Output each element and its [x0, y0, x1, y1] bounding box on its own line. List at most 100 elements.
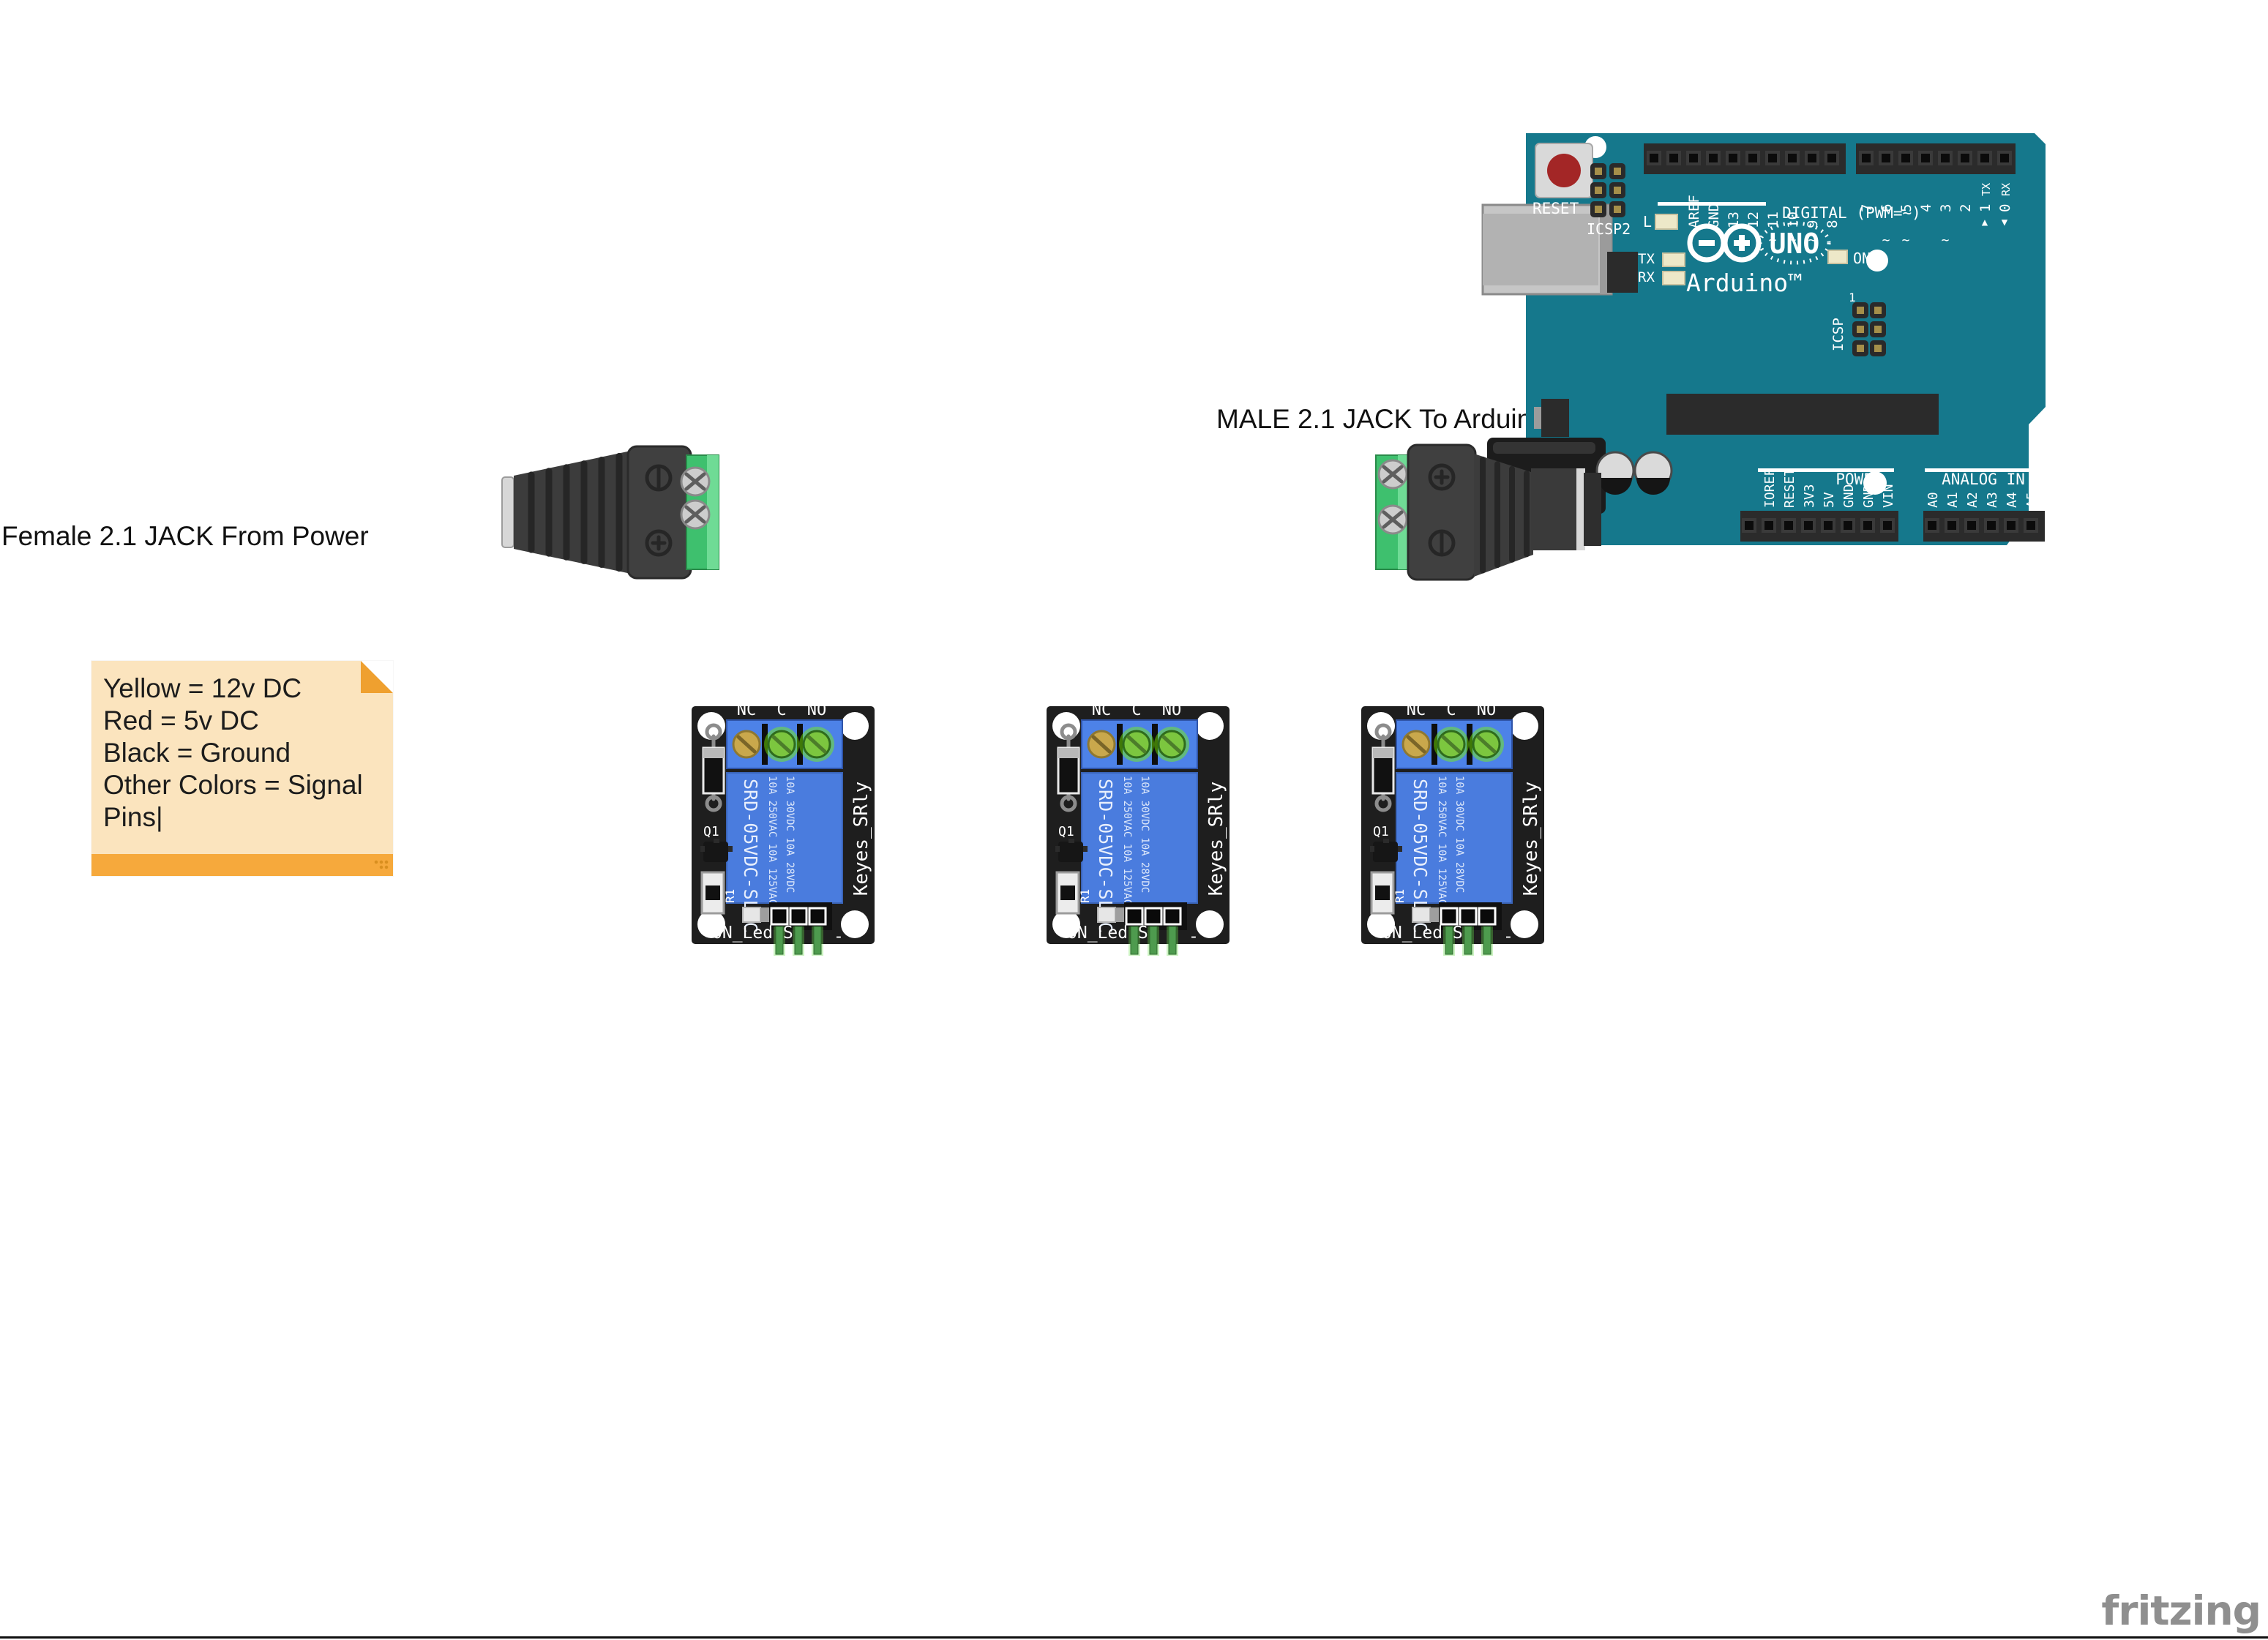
- header-pin: [1478, 907, 1497, 926]
- header-pin: [1440, 907, 1459, 926]
- pin-socket: [1748, 154, 1757, 162]
- mounting-hole: [841, 910, 869, 938]
- transistor: [1058, 842, 1083, 862]
- arduino-logo-plus: [1739, 235, 1745, 251]
- pin-label: A3: [1985, 492, 2000, 508]
- pin-socket: [1901, 154, 1910, 162]
- pin-label: A2: [1965, 492, 1980, 508]
- pin-socket: [1928, 521, 1936, 530]
- pin-leg: [794, 926, 803, 955]
- sticky-note-resize-grip[interactable]: [374, 860, 389, 872]
- pin-label: VIN: [1881, 484, 1896, 508]
- reset-button-cap: [1547, 154, 1581, 187]
- uno-oval: [1758, 221, 1831, 265]
- note-line: Red = 5v DC: [103, 705, 259, 735]
- capacitor: [1598, 478, 1632, 495]
- mounting-hole: [1511, 712, 1538, 740]
- silk-line: [1758, 468, 1894, 472]
- pin-socket: [1827, 154, 1836, 162]
- header-pin: [1144, 907, 1163, 926]
- minus-symbol: [1428, 529, 1456, 557]
- diode-lead: [1374, 795, 1392, 812]
- diode-lead: [705, 795, 722, 812]
- pin-label: A1: [1945, 492, 1961, 508]
- transistor-leg: [1055, 846, 1060, 852]
- pin-label: AREF: [1686, 195, 1702, 228]
- screw-slot: [1091, 735, 1112, 754]
- terminal-label-no: NO: [1162, 701, 1182, 719]
- sticky-note-bar: [91, 854, 393, 876]
- plug-barrel: [1531, 468, 1579, 550]
- male-power-jack[interactable]: [1375, 443, 1601, 581]
- icsp-pin: [1857, 345, 1864, 352]
- note-line: Other Colors = Signal: [103, 770, 363, 800]
- transistor: [703, 842, 728, 862]
- screw-slot: [1382, 510, 1404, 529]
- relay-side-name: Keyes_SRly: [1520, 782, 1542, 896]
- on-led: [1097, 907, 1116, 923]
- screw-slot: [1441, 735, 1462, 754]
- icsp-label: ICSP: [1830, 318, 1846, 351]
- female-power-jack[interactable]: [501, 445, 719, 580]
- rx-led-label: RX: [1638, 269, 1655, 285]
- pin-label: 1: [1977, 204, 1994, 212]
- uno-label: UNO: [1770, 228, 1820, 260]
- pin-label: IOREF: [1762, 468, 1778, 508]
- pin-label: 11: [1765, 211, 1781, 228]
- icsp2-pin: [1614, 168, 1621, 175]
- pin-socket: [2000, 154, 2009, 162]
- pin-socket: [1844, 521, 1852, 530]
- rx-mark: ▼: [2002, 217, 2008, 228]
- screw-slot: [1382, 465, 1404, 484]
- header-pin: [1459, 907, 1478, 926]
- relay-can: [726, 772, 843, 904]
- screw-slot: [771, 735, 792, 754]
- relay-rating: 10A 250VAC 10A 125VAC: [766, 776, 778, 905]
- on-led-s-label: ON_Led S: [712, 924, 793, 943]
- r1-label: R1: [1078, 889, 1092, 903]
- q1-label: Q1: [703, 824, 719, 839]
- pin-label: 4: [1918, 204, 1934, 212]
- terminal-label-nc: NC: [737, 701, 757, 719]
- header-pin: [789, 907, 808, 926]
- tx-led: [1662, 252, 1685, 267]
- regulator: [1541, 399, 1569, 437]
- mounting-hole: [1511, 910, 1538, 938]
- on-led: [1827, 250, 1848, 264]
- diode-band: [1058, 748, 1079, 758]
- pin-socket: [1961, 154, 1969, 162]
- power-caption: POWER: [1835, 471, 1882, 488]
- terminal-separator: [762, 724, 768, 765]
- pin-label: A0: [1925, 492, 1941, 508]
- screw-slot: [684, 472, 706, 491]
- sticky-note-fold-corner: [361, 661, 393, 693]
- l-led: [1655, 214, 1678, 230]
- plus-symbol: [645, 529, 673, 557]
- on-led: [1412, 907, 1431, 923]
- pin-label: GND: [1706, 203, 1722, 228]
- terminal-label-nc: NC: [1092, 701, 1112, 719]
- pin-label: 5V: [1822, 492, 1837, 508]
- rx-led: [1662, 271, 1685, 285]
- header-pin: [1125, 907, 1144, 926]
- capacitor: [1636, 478, 1670, 495]
- icsp-pin: [1874, 307, 1882, 314]
- pin-socket: [1804, 521, 1813, 530]
- pin-socket: [1987, 521, 1996, 530]
- pin-socket: [1768, 154, 1777, 162]
- terminal-label-nc: NC: [1407, 701, 1426, 719]
- diode-band: [1373, 748, 1393, 758]
- pin-socket: [2007, 521, 2016, 530]
- sticky-note[interactable]: Yellow = 12v DC Red = 5v DC Black = Grou…: [91, 661, 393, 876]
- pin-label: 3V3: [1802, 484, 1817, 508]
- pin-socket: [1980, 154, 1989, 162]
- pin-socket: [1669, 154, 1678, 162]
- atmega-chip: [1666, 394, 1939, 435]
- fritzing-watermark: fritzing: [2101, 1587, 2261, 1634]
- icsp2-pin: [1595, 168, 1602, 175]
- sticky-note-text[interactable]: Yellow = 12v DC Red = 5v DC Black = Grou…: [91, 661, 393, 854]
